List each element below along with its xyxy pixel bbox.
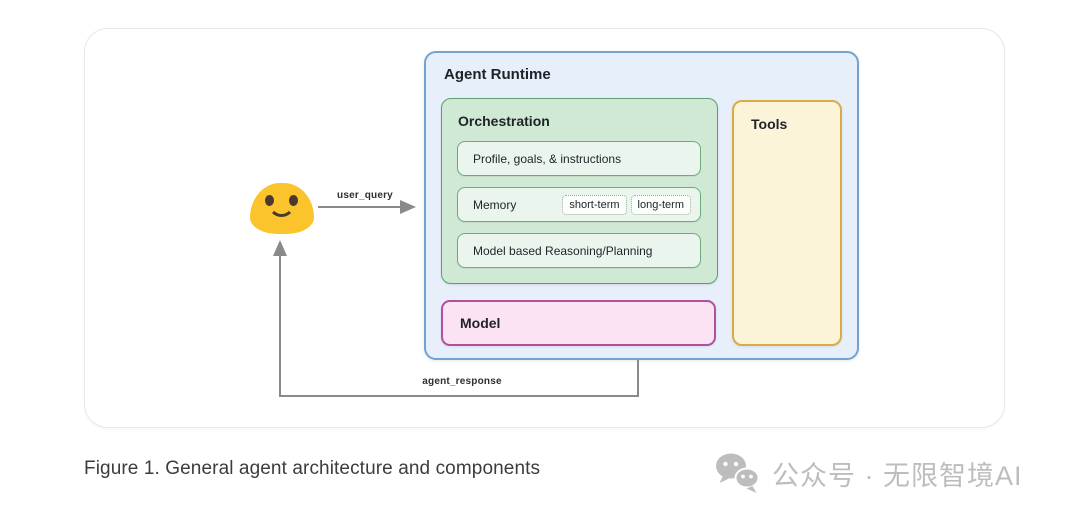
user-query-label: user_query: [337, 190, 393, 201]
orchestration-row-reasoning: Model based Reasoning/Planning: [457, 233, 701, 268]
emoji-smile: [268, 190, 295, 217]
agent-runtime-title: Agent Runtime: [444, 66, 551, 83]
figure-card: Agent Runtime Orchestration Profile, goa…: [84, 28, 1005, 428]
orchestration-row-memory: Memory short-term long-term: [457, 187, 701, 222]
user-blob-emoji-icon: [250, 183, 314, 234]
watermark-text: 公众号 · 无限智境AI: [772, 460, 1023, 491]
model-title: Model: [460, 315, 501, 331]
memory-chip-group: short-term long-term: [562, 194, 691, 215]
watermark: 公众号 · 无限智境AI: [714, 449, 1023, 497]
long-term-chip: long-term: [630, 194, 691, 215]
figure-caption: Figure 1. General agent architecture and…: [84, 458, 541, 479]
wechat-icon: [716, 453, 760, 493]
agent-runtime-box: Agent Runtime Orchestration Profile, goa…: [424, 51, 859, 360]
model-box: Model: [441, 300, 716, 346]
agent-response-label: agent_response: [422, 376, 502, 387]
orchestration-title: Orchestration: [458, 113, 550, 129]
tools-title: Tools: [751, 116, 788, 132]
tools-box: Tools: [732, 100, 842, 346]
orchestration-box: Orchestration Profile, goals, & instruct…: [441, 98, 718, 284]
profile-goals-instructions-label: Profile, goals, & instructions: [473, 151, 622, 166]
memory-label: Memory: [473, 197, 517, 212]
short-term-chip: short-term: [562, 194, 627, 215]
orchestration-row-profile: Profile, goals, & instructions: [457, 141, 701, 176]
model-based-reasoning-label: Model based Reasoning/Planning: [473, 243, 653, 258]
